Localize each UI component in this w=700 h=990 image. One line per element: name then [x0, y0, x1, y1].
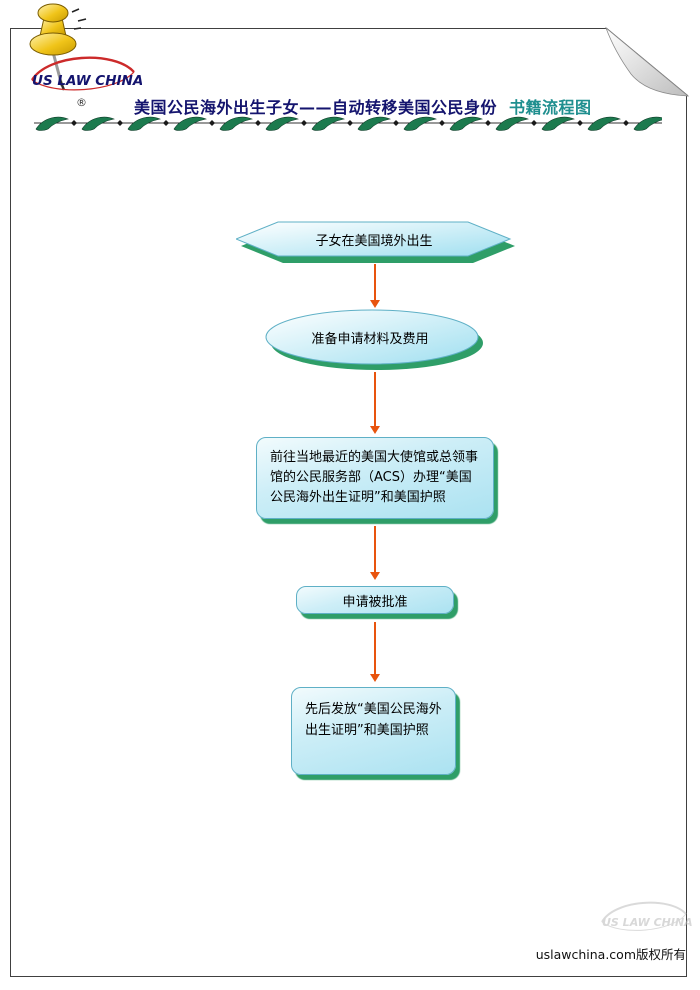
uslawchina-logo: US LAW CHINA ®: [30, 56, 142, 109]
flow-node-start: 子女在美国境外出生: [315, 233, 433, 249]
flow-connector-1: [369, 264, 381, 308]
flow-connector-4: [369, 622, 381, 682]
arrow-line: [374, 526, 376, 572]
arrow-line: [374, 264, 376, 300]
arrow-down-icon: [370, 572, 380, 580]
title-main: 美国公民海外出生子女——自动转移美国公民身份: [134, 98, 498, 117]
page-title: 美国公民海外出生子女——自动转移美国公民身份书籍流程图: [134, 94, 674, 118]
flow-node-approved: 申请被批准: [296, 586, 454, 614]
title-suffix: 书籍流程图: [509, 98, 592, 117]
watermark-logo-text: US LAW CHINA: [602, 916, 692, 929]
flow-node-prepare: 准备申请材料及费用: [311, 331, 429, 347]
flow-node-apply: 前往当地最近的美国大使馆或总领事馆的公民服务部（ACS）办理“美国公民海外出生证…: [256, 437, 494, 519]
flow-node-prepare-shape: [265, 309, 483, 370]
arrow-down-icon: [370, 674, 380, 682]
flow-node-start-shape: [236, 221, 515, 263]
logo-text: US LAW CHINA: [32, 73, 142, 89]
divider-ornament: [34, 113, 662, 133]
arrow-line: [374, 622, 376, 674]
arrow-down-icon: [370, 426, 380, 434]
arrow-down-icon: [370, 300, 380, 308]
flow-connector-2: [369, 372, 381, 434]
folded-corner-icon: [605, 22, 697, 97]
flow-connector-3: [369, 526, 381, 580]
flow-node-issue: 先后发放“美国公民海外出生证明”和美国护照: [291, 687, 456, 775]
copyright-text: uslawchina.com版权所有: [535, 947, 686, 962]
registered-mark: ®: [76, 96, 87, 109]
arrow-line: [374, 372, 376, 426]
pushpin-icon: [29, 3, 87, 91]
watermark-logo: US LAW CHINA: [601, 901, 692, 931]
